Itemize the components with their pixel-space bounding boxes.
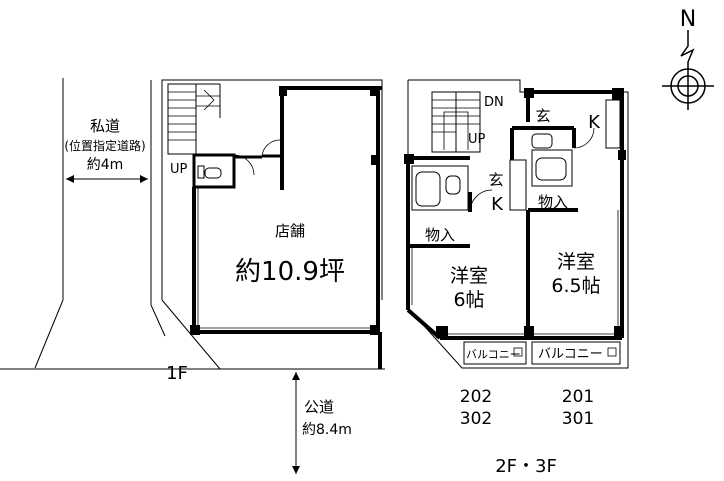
private-road: 私道 (位置指定道路) 約4m <box>34 78 166 369</box>
floor23-plan: DN UP 玄 K 玄 K 物入 物入 洋室 6帖 洋室 6.5帖 <box>404 79 629 477</box>
kitchen-counter-right <box>605 99 621 149</box>
unit-right-upper: 201 <box>562 387 594 407</box>
unit-right-lower: 301 <box>562 409 594 429</box>
north-label: N <box>680 7 696 32</box>
floor23-label: 2F・3F <box>495 456 557 477</box>
floor1-up-label: UP <box>170 162 188 177</box>
private-road-subtitle: (位置指定道路) <box>64 138 145 153</box>
floor1-toilet <box>192 153 255 189</box>
north-arrow-icon <box>680 30 695 110</box>
room-left-name: 洋室 <box>450 265 488 287</box>
floor1-plan: UP 店舗 約10.9坪 1F <box>161 79 383 384</box>
room-right-size: 6.5帖 <box>551 275 600 297</box>
floor23-dn-label: DN <box>484 95 504 110</box>
kitchen-right-label: K <box>588 112 601 133</box>
unit-left-upper: 202 <box>460 387 492 407</box>
public-road-title: 公道 <box>304 398 334 416</box>
storage-left-label: 物入 <box>425 226 455 244</box>
kitchen-counter-left <box>509 159 527 211</box>
floor23-up-label: UP <box>468 132 486 147</box>
unit-left-lower: 302 <box>460 409 492 429</box>
bathroom-right <box>531 133 573 187</box>
compass: N <box>662 7 714 110</box>
private-road-title: 私道 <box>90 117 120 135</box>
floor1-staircase <box>167 83 221 155</box>
public-road: 公道 約8.4m <box>0 368 385 474</box>
kitchen-left-label: K <box>491 194 504 215</box>
public-road-width: 約8.4m <box>302 422 352 438</box>
room-left-size: 6帖 <box>453 289 484 311</box>
balcony-right-label: バルコニー <box>538 347 603 362</box>
entrance-left-label: 玄 <box>488 171 503 189</box>
shop-label: 店舗 <box>275 222 305 240</box>
bathroom-left <box>411 165 469 211</box>
shop-area: 約10.9坪 <box>235 257 345 287</box>
balcony-left-label: バルコニー <box>466 348 521 361</box>
private-road-width: 約4m <box>87 157 124 173</box>
floor1-shop-walls <box>190 86 382 369</box>
balcony-left <box>463 341 527 365</box>
room-right-name: 洋室 <box>557 251 595 273</box>
balcony-right <box>531 341 621 365</box>
storage-right-label: 物入 <box>538 193 568 211</box>
entrance-right-label: 玄 <box>535 107 550 125</box>
floor1-label: 1F <box>166 363 188 384</box>
floor23-staircase <box>431 91 481 153</box>
